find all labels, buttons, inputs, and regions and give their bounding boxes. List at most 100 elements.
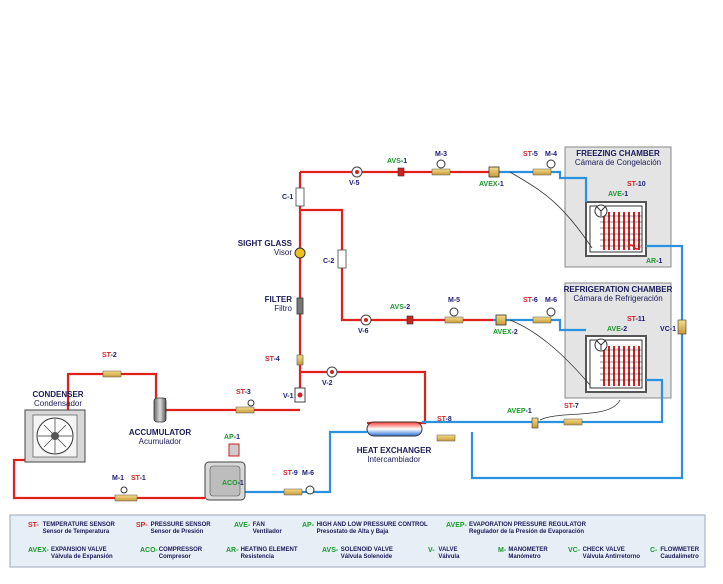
tag-st10: ST-10 [627,181,646,188]
tag-avex2: AVEX-2 [493,329,518,336]
legend-sublabel-vc: Válvula Antirretorno [583,554,641,560]
legend-code-sp: SP- [136,522,148,529]
sensor-st2 [102,370,122,378]
legend-code-v: V- [428,547,435,554]
tag-v5: V-5 [349,180,360,187]
legend-code-ar: AR- [226,547,239,554]
heat-exchanger-subtitle: Intercambiador [367,455,421,464]
heat-exchanger-title: HEAT EXCHANGER [357,446,432,455]
filter-icon [296,297,304,315]
legend-label-ap: HIGH AND LOW PRESSURE CONTROL [317,522,428,528]
tag-m6-top: M-6 [545,297,557,304]
freezing-chamber-subtitle: Cámara de Congelación [575,158,661,167]
legend-code-avs: AVS- [322,547,339,554]
valve-v6-icon [360,314,372,326]
sight-glass-icon [294,247,306,259]
condenser [24,409,86,463]
component-tags: AVS-1 M-3 ST-5 M-4 V-5 AVEX-1 C-1 C-2 AV… [102,151,676,487]
sensor-st4-icon [296,354,304,366]
valve-v2-icon [326,366,338,378]
sensor-st8 [436,434,456,442]
legend-code-aco: ACO- [140,547,159,554]
legend-label-st: TEMPERATURE SENSOR [43,522,116,528]
tag-st5: ST-5 [523,151,538,158]
legend-label-avs: SOLENOID VALVE [341,547,393,553]
tag-v1: V-1 [283,393,294,400]
tag-st9: ST-9 [283,470,298,477]
accumulator-subtitle: Acumulador [139,437,182,446]
tag-v6: V-6 [358,328,369,335]
tag-st4: ST-4 [265,356,280,363]
legend-code-c: C- [650,547,658,554]
solenoid-valve-avs2-icon [406,315,414,325]
tag-c2: C-2 [323,258,334,265]
legend-sublabel-avex: Válvula de Expansión [51,554,113,560]
manometer-m5 [444,307,464,324]
legend-sublabel-m: Manómetro [508,554,541,560]
tag-ar1: AR-1 [646,258,662,265]
legend-code-m: M- [498,547,507,554]
tag-avs1: AVS-1 [387,158,407,165]
legend-sublabel-aco: Compresor [159,554,192,560]
evaporation-regulator-icon [531,417,539,429]
legend-sublabel-sp: Sensor de Presión [151,529,204,535]
tag-avep1: AVEP-1 [507,408,532,415]
legend-label-ar: HEATING ELEMENT [241,547,298,553]
tag-c1: C-1 [282,194,293,201]
tag-aco1: ACO-1 [222,480,244,487]
legend-code-ap: AP- [302,522,315,529]
filter-title: FILTER [265,295,293,304]
refrigeration-chamber-title: REFRIGERATION CHAMBER [564,285,673,294]
tag-st8: ST-8 [437,416,452,423]
filter-subtitle: Filtro [274,304,292,313]
tag-ave2: AVE-2 [607,326,627,333]
legend-code-avep: AVEP- [446,522,468,529]
low-pressure-lines [245,170,684,494]
tag-st1: ST-1 [131,475,146,482]
tag-ave1: AVE-1 [608,191,628,198]
freezing-chamber: FREEZING CHAMBER Cámara de Congelación [564,146,672,268]
legend-sublabel-st: Sensor de Temperatura [43,529,110,535]
legend-label-v: VALVE [438,547,457,553]
legend-sublabel-avs: Válvula Solenoide [341,554,393,560]
capillary-lines [509,171,621,421]
legend-label-c: FLOWMETER [660,547,699,553]
flowmeter-c1-icon [295,187,305,207]
expansion-valve-avex2-icon [495,314,507,326]
legend-code-ave: AVE- [234,522,251,529]
compressor [204,443,246,501]
tag-st3: ST-3 [236,389,251,396]
expansion-valve-avex1-icon [488,166,500,178]
legend-label-avep: EVAPORATION PRESSURE REGULATOR [469,522,587,528]
tag-vc1: VC-1 [660,326,676,333]
legend-sublabel-ap: Presostato de Alta y Baja [317,529,389,535]
flowmeter-c2-icon [337,249,347,269]
legend-sublabel-avep: Regulador de la Presión de Evaporación [469,529,584,535]
sensor-st5 [532,159,556,176]
tag-m3: M-3 [435,151,447,158]
sensor-st6 [532,307,556,324]
tag-st6: ST-6 [523,297,538,304]
condenser-subtitle: Condensador [34,399,82,408]
heat-exchanger [366,421,423,437]
tag-m1: M-1 [112,475,124,482]
valve-v5-icon [351,166,363,178]
valve-v1-icon [294,387,306,403]
legend-label-sp: PRESSURE SENSOR [151,522,212,528]
tag-m4: M-4 [545,151,557,158]
sensor-st3 [235,399,255,414]
tag-avex1: AVEX-1 [479,181,504,188]
manometer-m3 [431,159,451,176]
legend-code-vc: VC- [568,547,581,554]
refrigeration-chamber-subtitle: Cámara de Refrigeración [573,294,662,303]
legend-label-ave: FAN [253,522,265,528]
legend-label-avex: EXPANSION VALVE [51,547,107,553]
sensor-st7 [563,418,583,426]
legend-sublabel-c: Caudalímetro [660,554,699,560]
accumulator-title: ACCUMULATOR [129,428,192,437]
tag-avs2: AVS-2 [390,304,410,311]
legend-label-vc: CHECK VALVE [583,547,625,553]
tag-st7: ST-7 [564,403,579,410]
